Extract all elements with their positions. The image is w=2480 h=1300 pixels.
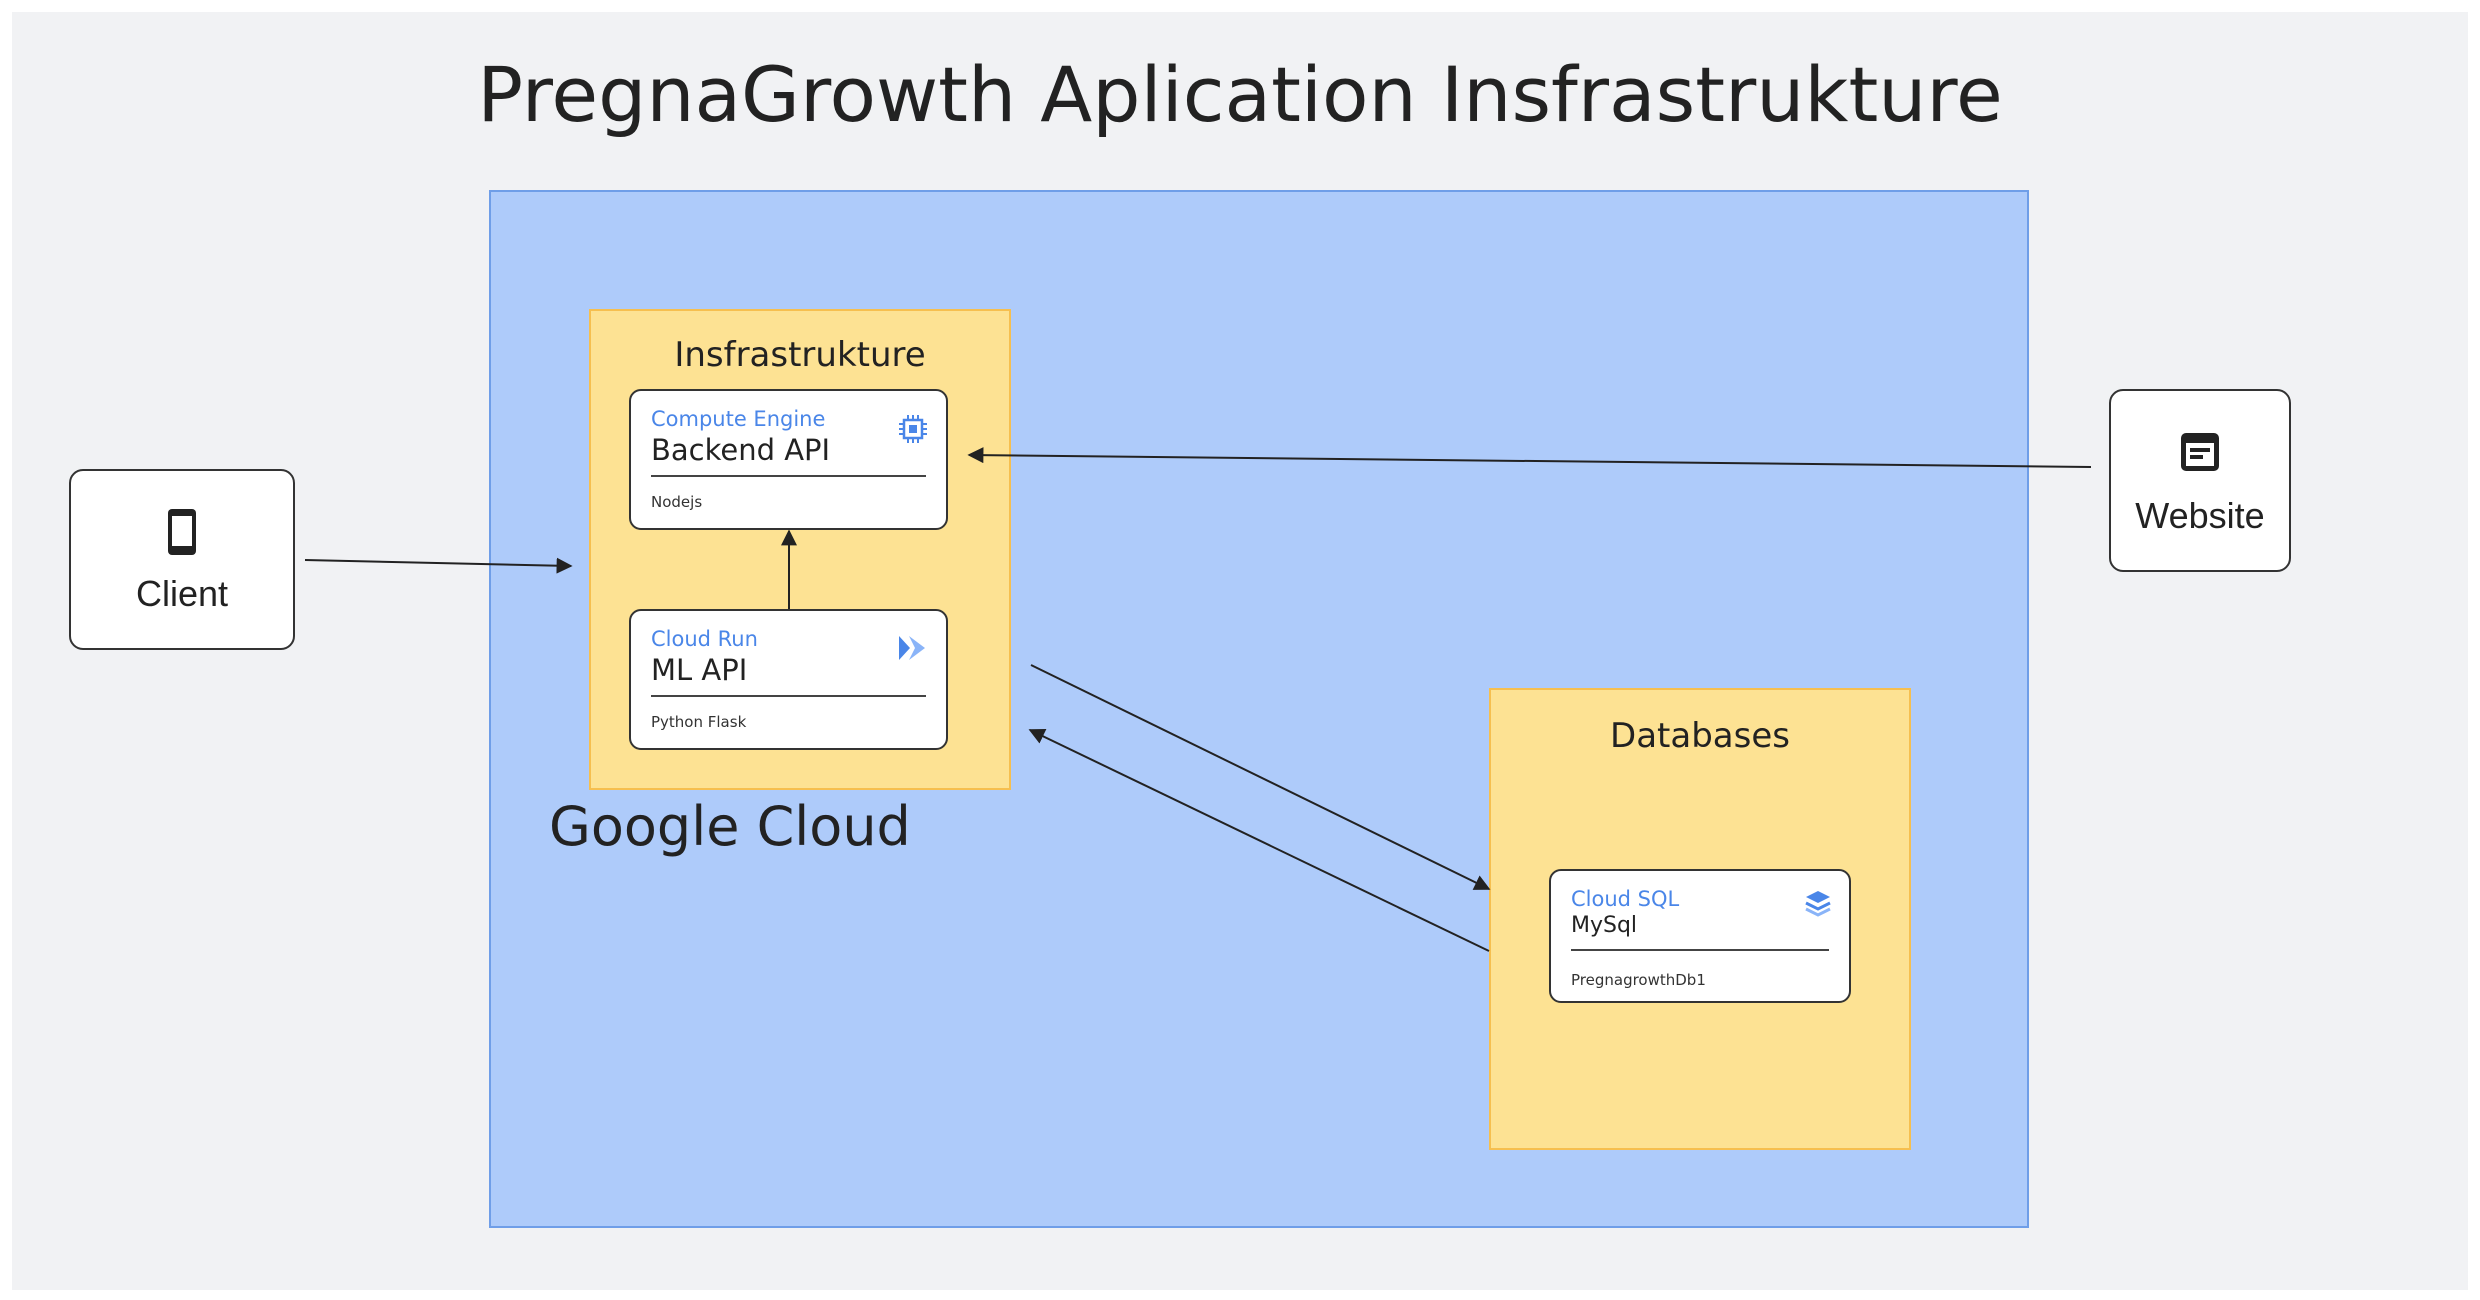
infrastructure-to-database-arrow: [1030, 664, 1491, 890]
backend-api-tech: Nodejs: [651, 493, 703, 511]
databases-title: Databases: [1610, 716, 1790, 756]
client-label: Client: [135, 573, 229, 614]
compute-engine-service: Compute Engine: [651, 407, 826, 431]
ml-api-name: ML API: [651, 653, 748, 687]
cloud-run-card[interactable]: Cloud Run ML API Python Flask: [629, 609, 948, 750]
cloud-sql-service: Cloud SQL: [1571, 887, 1680, 911]
database-name: PregnagrowthDb1: [1571, 971, 1706, 989]
website-to-backend-arrow: [967, 447, 2092, 468]
infrastructure-title: Insfrastrukture: [674, 335, 926, 375]
cloud-run-service: Cloud Run: [651, 627, 758, 651]
client-to-infrastructure-arrow: [304, 557, 573, 574]
card-divider: [651, 475, 926, 477]
cloud-sql-card[interactable]: Cloud SQL MySql PregnagrowthDb1: [1549, 869, 1851, 1003]
website-node[interactable]: Website: [2109, 389, 2291, 572]
compute-engine-icon: [897, 413, 929, 450]
card-divider: [651, 695, 926, 697]
mysql-name: MySql: [1571, 913, 1638, 938]
diagram-title: PregnaGrowth Aplication Insfrastrukture: [477, 50, 2003, 139]
ml-api-tech: Python Flask: [651, 713, 747, 731]
client-node[interactable]: Client: [69, 469, 295, 650]
card-divider: [1571, 949, 1829, 951]
google-cloud-label: Google Cloud: [549, 795, 911, 858]
website-label: Website: [2135, 495, 2265, 536]
backend-api-name: Backend API: [651, 433, 831, 467]
mobile-phone-icon: [166, 507, 198, 562]
compute-engine-card[interactable]: Compute Engine Backend API Nodejs: [629, 389, 948, 530]
cloud-sql-icon: [1803, 889, 1833, 924]
web-page-icon: [2179, 431, 2221, 478]
cloud-run-icon: [897, 633, 929, 668]
database-to-infrastructure-arrow: [1028, 729, 1490, 952]
